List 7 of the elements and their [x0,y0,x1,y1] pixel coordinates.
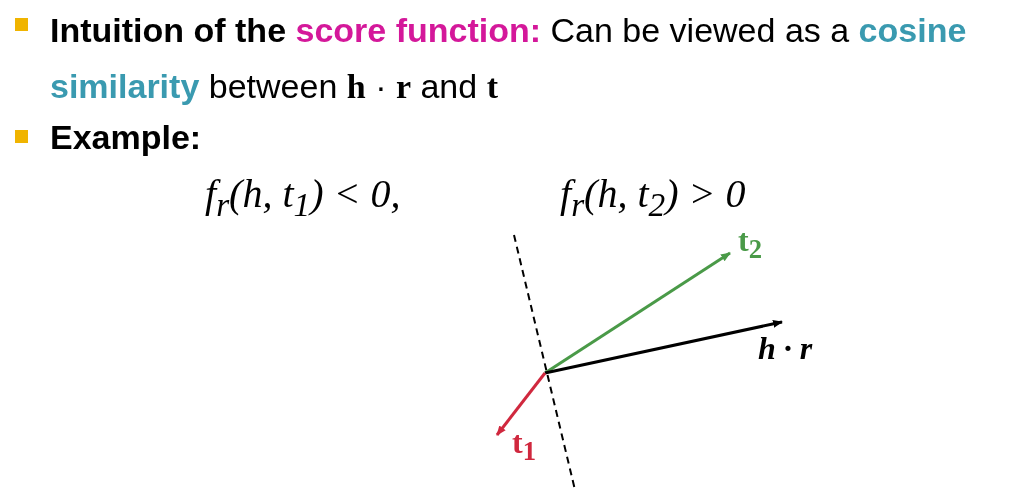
formula-text: f$_{r}$(h, t$_{2}$) > 0 [560,170,746,224]
bullet-text: Example: [50,118,202,157]
bullet-text: Intuition of the score function: Can be viewed as a cosine similarity between h · r and t [50,10,968,107]
vector-label: h · r [758,330,813,367]
vector-label: t$_{1}$ [512,424,536,468]
vector-label: t$_{2}$ [738,222,762,266]
formula-text: f$_{r}$(h, t$_{1}$) < 0, [205,170,401,224]
